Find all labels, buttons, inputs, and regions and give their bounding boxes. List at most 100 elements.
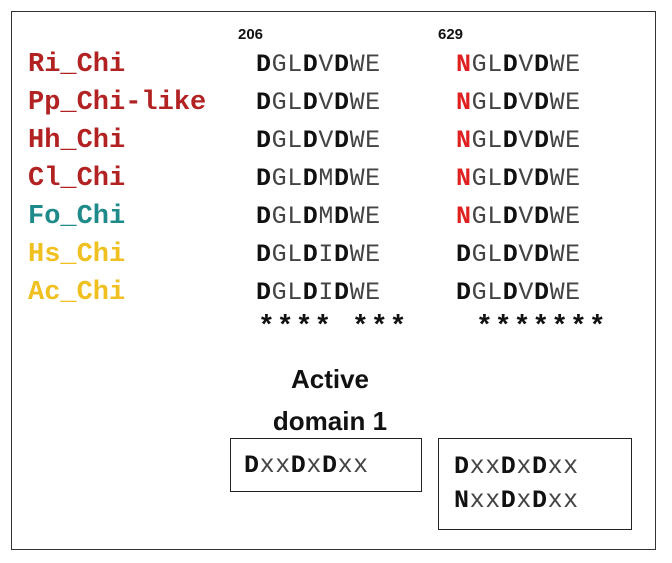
residue: D: [302, 278, 318, 307]
residue: G: [471, 164, 487, 193]
residue: E: [565, 50, 581, 79]
residue: E: [365, 164, 381, 193]
residue: x: [275, 451, 291, 480]
sequence-row: DGLDMDWE: [256, 160, 381, 198]
caption-line-2: domain 1: [272, 406, 388, 436]
residue: D: [456, 278, 472, 307]
species-name: Ac_Chi: [28, 278, 126, 308]
species-name: Hs_Chi: [28, 240, 126, 270]
residue: x: [485, 452, 501, 481]
motif-box-left: DxxDxDxx: [230, 438, 422, 492]
species-name: Cl_Chi: [28, 164, 126, 194]
residue: E: [565, 240, 581, 269]
residue: V: [318, 50, 334, 79]
residue: x: [353, 451, 369, 480]
sequence-row: NGLDVDWE: [456, 122, 581, 160]
residue: E: [365, 88, 381, 117]
residue: W: [549, 240, 565, 269]
residue: D: [302, 202, 318, 231]
residue: E: [365, 126, 381, 155]
residue: x: [563, 452, 579, 481]
residue: x: [516, 486, 532, 515]
residue: D: [531, 486, 547, 515]
residue: L: [487, 240, 503, 269]
residue: x: [259, 451, 275, 480]
residue: D: [302, 88, 318, 117]
active-domain-caption: Active domain 1: [255, 358, 405, 442]
residue: W: [549, 50, 565, 79]
residue: L: [487, 88, 503, 117]
residue: E: [365, 50, 381, 79]
residue: L: [287, 164, 303, 193]
residue: V: [518, 202, 534, 231]
residue: D: [502, 88, 518, 117]
residue: E: [365, 278, 381, 307]
residue: D: [302, 164, 318, 193]
position-label-206: 206: [238, 26, 264, 43]
residue: E: [565, 126, 581, 155]
sequence-row: DGLDMDWE: [256, 198, 381, 236]
residue: D: [533, 202, 549, 231]
sequence-row: NGLDVDWE: [456, 198, 581, 236]
residue: D: [321, 451, 337, 480]
residue: x: [547, 452, 563, 481]
residue: x: [306, 451, 322, 480]
residue: V: [518, 88, 534, 117]
residue: W: [349, 50, 365, 79]
residue: D: [502, 126, 518, 155]
residue: D: [502, 50, 518, 79]
residue: L: [287, 202, 303, 231]
residue: W: [549, 164, 565, 193]
residue: x: [469, 486, 485, 515]
residue: N: [456, 164, 472, 193]
residue: V: [518, 126, 534, 155]
residue: L: [287, 50, 303, 79]
residue: N: [456, 50, 472, 79]
residue: N: [456, 88, 472, 117]
residue: W: [349, 202, 365, 231]
residue: W: [549, 126, 565, 155]
residue: N: [456, 202, 472, 231]
residue: D: [290, 451, 306, 480]
motif-row: NxxDxDxx: [454, 484, 631, 518]
motif-row: DxxDxDxx: [454, 450, 631, 484]
residue: G: [271, 202, 287, 231]
residue: D: [333, 88, 349, 117]
sequence-row: DGLDVDWE: [456, 274, 581, 312]
residue: D: [454, 452, 470, 481]
residue: G: [471, 240, 487, 269]
residue: V: [318, 88, 334, 117]
sequence-row: DGLDIDWE: [256, 274, 381, 312]
residue: D: [256, 240, 272, 269]
residue: x: [337, 451, 353, 480]
residue: D: [533, 126, 549, 155]
residue: D: [500, 486, 516, 515]
residue: G: [471, 50, 487, 79]
residue: V: [518, 278, 534, 307]
residue: N: [454, 486, 470, 515]
residue: V: [518, 50, 534, 79]
residue: D: [533, 164, 549, 193]
residue: D: [302, 240, 318, 269]
residue: D: [502, 240, 518, 269]
residue: D: [531, 452, 547, 481]
residue: D: [256, 202, 272, 231]
residue: W: [349, 278, 365, 307]
motif-list-left: DxxDxDxx: [244, 449, 421, 483]
residue: G: [271, 50, 287, 79]
residue: L: [487, 278, 503, 307]
conservation-stars-right: *******: [476, 312, 608, 343]
residue: D: [256, 50, 272, 79]
residue: E: [365, 202, 381, 231]
residue: W: [349, 240, 365, 269]
residue: E: [565, 164, 581, 193]
residue: D: [256, 164, 272, 193]
sequence-row: DGLDVDWE: [456, 236, 581, 274]
residue: G: [271, 126, 287, 155]
residue: M: [318, 164, 334, 193]
sequence-row: DGLDVDWE: [256, 122, 381, 160]
residue: W: [349, 126, 365, 155]
residue: G: [471, 126, 487, 155]
